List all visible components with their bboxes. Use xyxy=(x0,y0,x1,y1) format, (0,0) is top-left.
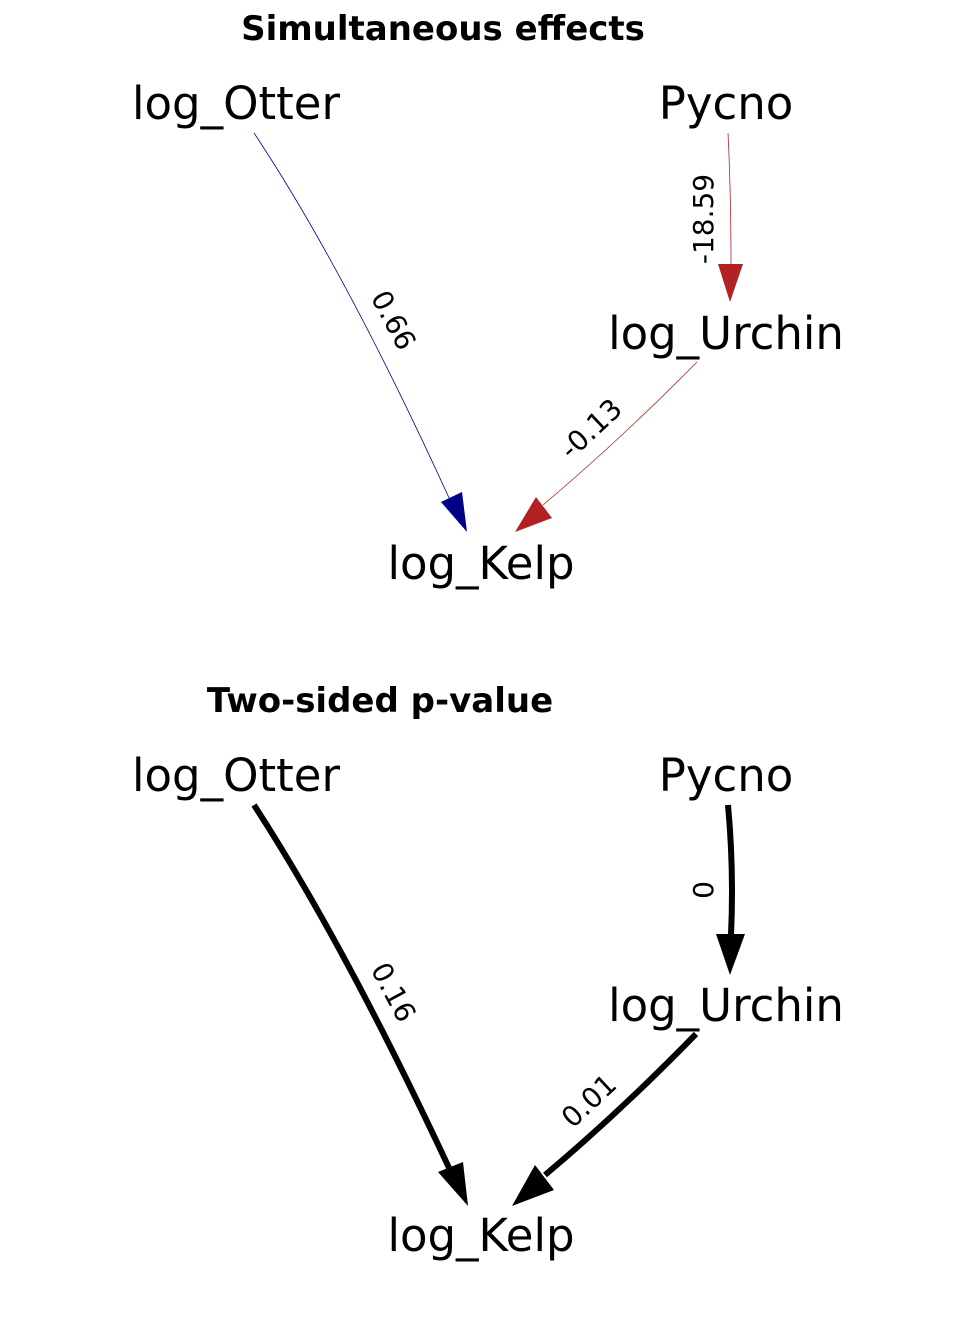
arrowhead xyxy=(515,497,552,532)
edge-line xyxy=(543,1031,699,1178)
edge-pycno-urchin: -18.59 xyxy=(687,132,743,302)
edge-line xyxy=(542,361,698,506)
edge-line xyxy=(251,803,453,1172)
arrowhead xyxy=(441,492,467,532)
arrowhead xyxy=(716,934,745,975)
node-log-kelp: log_Kelp xyxy=(387,1209,574,1262)
edge-label: 0 xyxy=(687,881,720,899)
edge-label: -18.59 xyxy=(687,174,720,264)
panel-title: Two-sided p-value xyxy=(207,681,553,721)
node-log-kelp: log_Kelp xyxy=(387,537,574,590)
edge-label: 0.01 xyxy=(555,1068,623,1135)
node-log-urchin: log_Urchin xyxy=(608,307,844,360)
edge-otter-kelp: 0.66 xyxy=(253,132,467,532)
node-pycno: Pycno xyxy=(659,749,794,802)
panel-title: Simultaneous effects xyxy=(241,9,645,49)
panel-two-sided-p-value: Two-sided p-value 0.16 0 0.01 log_Otter … xyxy=(132,681,844,1262)
node-log-urchin: log_Urchin xyxy=(608,979,844,1032)
node-pycno: Pycno xyxy=(659,77,794,130)
node-log-otter: log_Otter xyxy=(132,77,340,130)
edge-line xyxy=(725,804,735,936)
edge-urchin-kelp: 0.01 xyxy=(512,1031,699,1206)
edge-urchin-kelp: -0.13 xyxy=(515,361,698,532)
edge-otter-kelp: 0.16 xyxy=(251,803,468,1206)
edge-pycno-urchin: 0 xyxy=(687,804,745,975)
arrowhead xyxy=(438,1162,468,1206)
edge-line xyxy=(727,132,732,266)
panel-simultaneous-effects: Simultaneous effects 0.66 -18.59 -0.13 l… xyxy=(132,9,844,590)
arrowhead xyxy=(512,1165,554,1206)
edge-line xyxy=(253,132,451,501)
node-log-otter: log_Otter xyxy=(132,749,340,802)
edge-label: 0.66 xyxy=(364,285,422,356)
edge-label: -0.13 xyxy=(553,392,628,466)
arrowhead xyxy=(718,264,743,302)
